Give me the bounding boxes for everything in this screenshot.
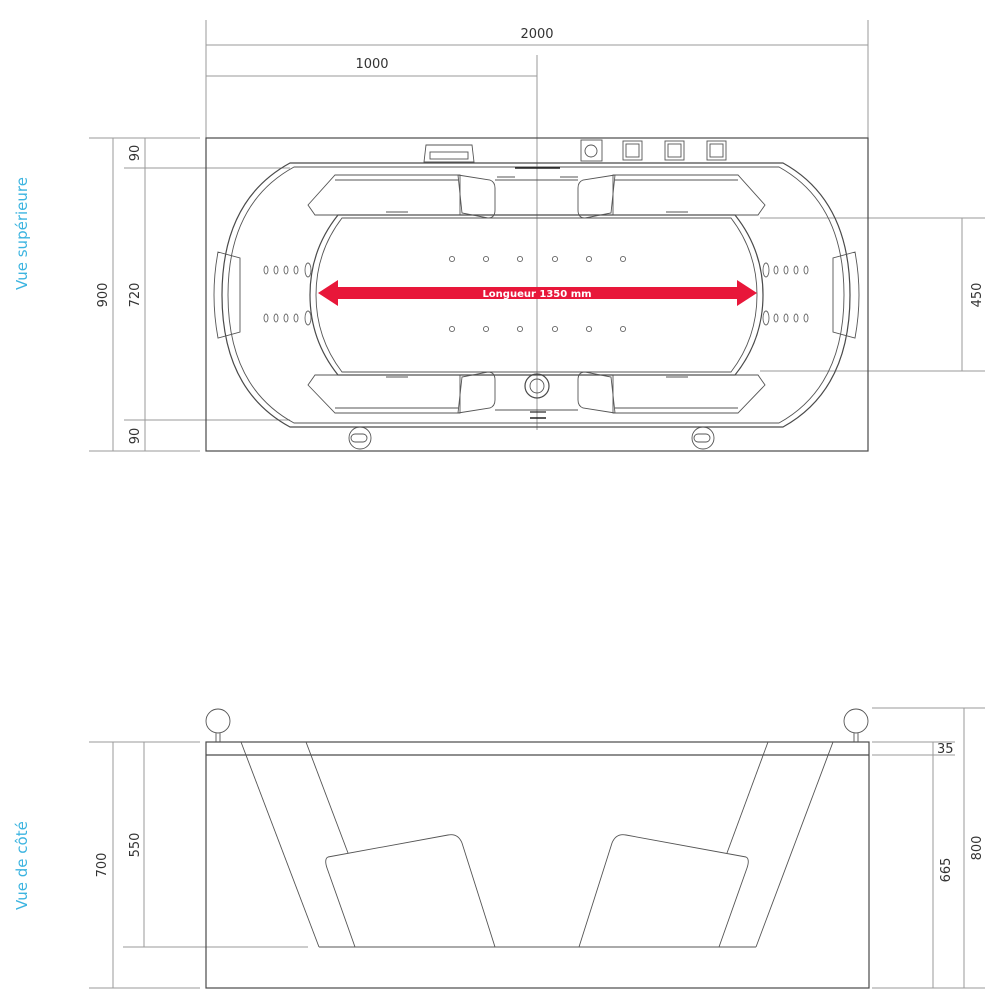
length-arrow-label: Longueur 1350 mm xyxy=(482,289,591,300)
basin-rim xyxy=(221,162,851,428)
seat-top-left xyxy=(307,174,496,219)
top-width-dimension: 900 720 90 90 xyxy=(89,137,290,452)
seat-top-right xyxy=(577,174,766,219)
side-view-label: Vue de côté xyxy=(13,821,31,910)
dim-700: 700 xyxy=(95,853,110,878)
control-panel xyxy=(423,139,727,163)
headrest-dimension: 450 xyxy=(760,217,985,372)
top-length-dimension: 2000 1000 xyxy=(205,20,869,430)
dim-1000: 1000 xyxy=(355,57,388,72)
side-view: Vue de côté 700 550 35 665 800 xyxy=(13,707,985,989)
display-panel xyxy=(423,144,475,163)
knob-button[interactable] xyxy=(580,139,603,162)
headrest-left xyxy=(213,251,241,339)
dim-90-top: 90 xyxy=(128,145,143,162)
top-view-label: Vue supérieure xyxy=(13,177,31,290)
jets-left xyxy=(263,262,312,326)
dim-90-bottom: 90 xyxy=(128,428,143,445)
dim-665: 665 xyxy=(939,858,954,883)
floor-jets xyxy=(448,255,627,333)
jets-right xyxy=(762,262,809,326)
dim-550: 550 xyxy=(128,833,143,858)
square-button[interactable] xyxy=(664,140,685,161)
side-seat-right xyxy=(578,834,749,948)
dim-2000: 2000 xyxy=(520,27,553,42)
drain-icon xyxy=(524,373,550,399)
headrest-right xyxy=(832,251,860,339)
grab-handles xyxy=(348,426,715,450)
side-seat-left xyxy=(325,834,496,948)
seat-bottom-right xyxy=(577,371,766,414)
side-handle-right xyxy=(843,708,869,734)
square-button[interactable] xyxy=(622,140,643,161)
side-handle-left xyxy=(205,708,231,734)
dim-450: 450 xyxy=(970,283,985,308)
seat-bottom-left xyxy=(307,371,496,414)
dim-35: 35 xyxy=(937,742,954,757)
square-button[interactable] xyxy=(706,140,727,161)
length-arrow: Longueur 1350 mm xyxy=(318,280,757,306)
dim-900: 900 xyxy=(96,283,111,308)
dim-800: 800 xyxy=(970,836,985,861)
top-view: Vue supérieure 2000 1000 900 720 90 90 xyxy=(13,20,985,452)
tub-outline-top xyxy=(205,137,869,452)
tub-outline-side xyxy=(205,741,870,989)
dim-720: 720 xyxy=(128,283,143,308)
